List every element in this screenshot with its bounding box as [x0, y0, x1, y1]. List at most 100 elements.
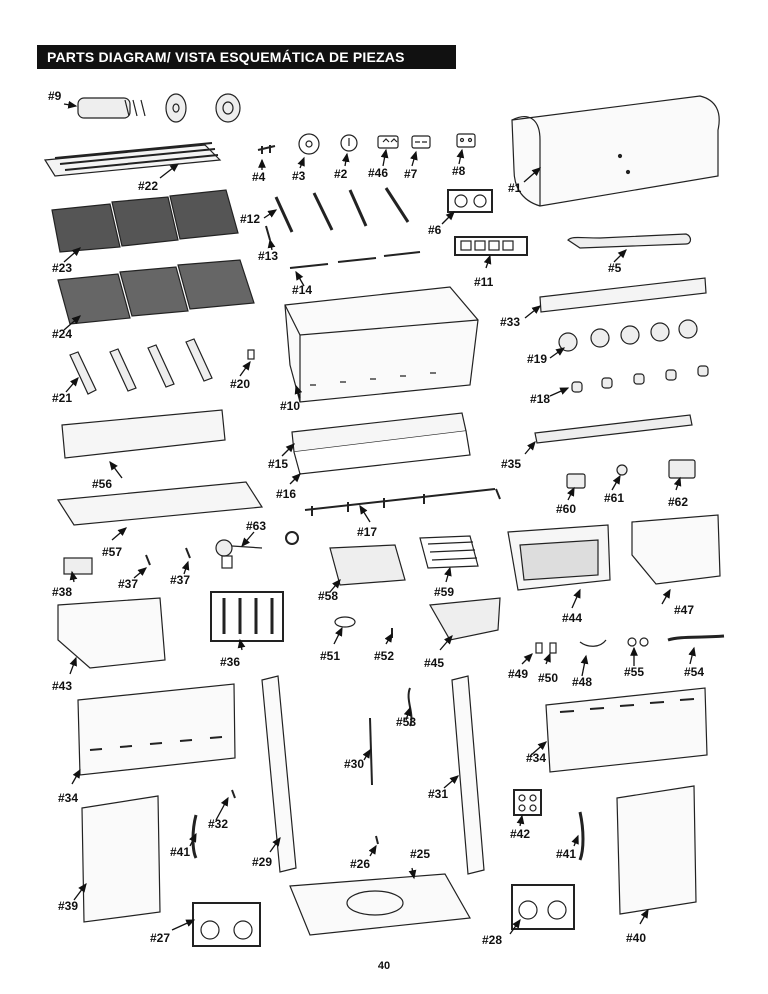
label-part-3: #3 [292, 169, 306, 183]
part-9-hardware [77, 93, 241, 123]
label-part-6: #6 [428, 223, 442, 237]
part-27-casters [192, 902, 261, 947]
label-part-30: #30 [344, 757, 365, 771]
part-48 [579, 639, 607, 647]
label-part-9: #9 [48, 89, 62, 103]
label-part-4: #4 [252, 170, 266, 184]
part-25-base [289, 873, 471, 936]
label-part-50: #50 [538, 671, 559, 685]
part-60-module [566, 473, 586, 489]
label-part-36: #36 [220, 655, 241, 669]
label-part-28: #28 [482, 933, 503, 947]
part-37-brackets [145, 547, 191, 566]
part-13-pin [265, 225, 271, 241]
label-part-37-left: #37 [118, 577, 139, 591]
label-part-60: #60 [556, 502, 577, 516]
label-part-14: #14 [292, 283, 313, 297]
part-33-panel [539, 277, 707, 313]
label-part-13: #13 [258, 249, 279, 263]
label-part-49: #49 [508, 667, 529, 681]
label-part-54: #54 [684, 665, 705, 679]
page-number: 40 [377, 960, 391, 972]
label-part-18: #18 [530, 392, 551, 406]
part-10-firebox [284, 286, 479, 403]
label-part-19: #19 [527, 352, 548, 366]
label-part-56: #56 [92, 477, 113, 491]
label-part-46: #46 [368, 166, 389, 180]
part-61-button [616, 464, 628, 476]
label-part-32: #32 [208, 817, 229, 831]
part-47-shelf [631, 514, 721, 585]
part-44-side-burner [507, 524, 611, 591]
label-part-40: #40 [626, 931, 647, 945]
part-59-grid [419, 535, 479, 569]
part-26 [375, 835, 379, 845]
label-part-55: #55 [624, 665, 645, 679]
label-part-17: #17 [357, 525, 378, 539]
label-part-20: #20 [230, 377, 251, 391]
label-part-34-right: #34 [526, 751, 547, 765]
part-34-right-panel [545, 687, 708, 773]
label-part-11: #11 [474, 275, 494, 289]
part-43-shelf [57, 597, 166, 669]
part-24-grates [57, 259, 255, 325]
part-12-burners [274, 187, 410, 233]
part-17-manifold [285, 488, 501, 545]
label-part-21: #21 [52, 391, 73, 405]
part-6-ignitor-knobs [447, 189, 493, 213]
label-part-39: #39 [58, 899, 79, 913]
part-54-handle [667, 634, 725, 642]
label-part-34-left: #34 [58, 791, 79, 805]
label-part-2: #2 [334, 167, 348, 181]
part-31-leg [451, 675, 485, 875]
part-34-left-panel [77, 683, 236, 776]
label-part-12: #12 [240, 212, 261, 226]
part-35-manifold [534, 414, 693, 444]
part-19-knobs [558, 319, 698, 352]
part-62-box [668, 459, 696, 479]
label-part-31: #31 [428, 787, 449, 801]
label-part-26: #26 [350, 857, 371, 871]
label-part-15: #15 [268, 457, 289, 471]
label-part-45: #45 [424, 656, 445, 670]
part-32 [231, 789, 236, 799]
leader-arrows [63, 100, 696, 935]
label-part-62: #62 [668, 495, 689, 509]
part-42-casters-small [513, 789, 542, 816]
label-part-47: #47 [674, 603, 695, 617]
label-part-53: #53 [396, 715, 417, 729]
part-58-tray [329, 544, 406, 586]
label-part-8: #8 [452, 164, 466, 178]
label-part-41-right: #41 [556, 847, 577, 861]
label-part-63: #63 [246, 519, 267, 533]
part-55b [639, 637, 649, 647]
label-part-43: #43 [52, 679, 73, 693]
label-part-41-left: #41 [170, 845, 191, 859]
label-part-57: #57 [102, 545, 123, 559]
part-51-ring [334, 616, 356, 628]
part-15-16-shield [291, 412, 471, 475]
label-part-16: #16 [276, 487, 297, 501]
part-18-valves [571, 365, 709, 393]
part-5-handle [567, 233, 692, 249]
part-1-lid [511, 95, 720, 207]
label-part-29: #29 [252, 855, 273, 869]
part-56-panel [61, 409, 226, 459]
part-30-rod [369, 717, 373, 786]
part-55a [627, 637, 637, 647]
part-29-leg [261, 675, 297, 873]
label-part-37-right: #37 [170, 573, 191, 587]
part-38-cup [63, 557, 93, 575]
part-49 [535, 642, 543, 654]
label-part-59: #59 [434, 585, 455, 599]
part-57-tray [56, 481, 264, 526]
part-20-clip [247, 349, 255, 360]
label-part-22: #22 [138, 179, 159, 193]
part-23-cooking-grates [51, 189, 239, 253]
label-part-7: #7 [404, 167, 418, 181]
label-part-10: #10 [280, 399, 301, 413]
label-part-48: #48 [572, 675, 593, 689]
small-parts-top [257, 133, 476, 155]
part-11-switches [454, 236, 528, 256]
